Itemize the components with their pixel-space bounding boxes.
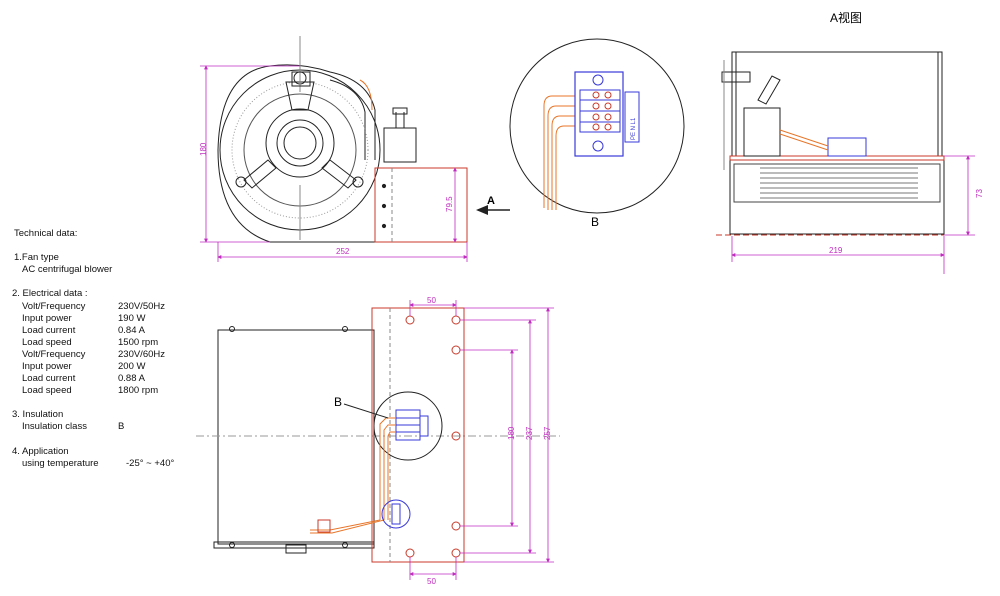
electrical-row-value: 200 W	[118, 361, 146, 372]
electrical-title: 2. Electrical data :	[12, 288, 88, 299]
capacitor	[743, 107, 781, 157]
dim-50-bottom: 50	[427, 577, 436, 586]
detail-label-b: B	[591, 215, 599, 229]
electrical-row-label: Load speed	[22, 337, 72, 348]
application-title: 4. Application	[12, 446, 69, 457]
terminal-block: PE N L1	[574, 71, 640, 157]
electrical-row-label: Load speed	[22, 385, 72, 396]
insulation-label: Insulation class	[22, 421, 87, 432]
terminal-marking: PE N L1	[631, 117, 637, 140]
detail-b: PE N L1	[509, 38, 685, 214]
technical-heading: Technical data:	[14, 228, 78, 239]
dim-180-side: 180	[507, 426, 516, 440]
front-view	[217, 36, 468, 243]
electrical-row-value: 1500 rpm	[118, 337, 159, 348]
view-arrow-a: A	[476, 195, 510, 215]
mounting-flange	[371, 307, 465, 563]
view-title-a: A视图	[830, 10, 862, 25]
electrical-row-label: Volt/Frequency	[22, 301, 86, 312]
side-dimensions	[731, 155, 975, 274]
wiring	[310, 417, 396, 534]
dim-219: 219	[829, 246, 843, 255]
electrical-row-label: Load current	[22, 325, 76, 336]
support-arm	[285, 81, 315, 111]
electrical-row-label: Load current	[22, 373, 76, 384]
arrow-label-a: A	[487, 195, 495, 207]
callout-label-b: B	[334, 395, 342, 409]
electrical-row-label: Input power	[22, 361, 72, 372]
callout-b: B	[334, 395, 389, 419]
fan-type-value: AC centrifugal blower	[22, 264, 113, 275]
fan-type-title: 1.Fan type	[14, 252, 59, 263]
bottom-dimensions	[409, 300, 554, 580]
dim-79-5: 79.5	[445, 196, 454, 212]
support-arm	[321, 159, 357, 189]
wiring	[543, 95, 578, 210]
insulation-title: 3. Insulation	[12, 409, 64, 420]
detail-b-callout	[373, 391, 443, 461]
application-value: -25° ~ +40°	[126, 458, 175, 469]
electrical-row-label: Input power	[22, 313, 72, 324]
insulation-value: B	[118, 421, 125, 432]
electrical-row-value: 190 W	[118, 313, 146, 324]
electrical-row-value: 230V/60Hz	[118, 349, 166, 360]
support-arm	[243, 159, 277, 189]
capacitor	[383, 127, 417, 163]
electrical-row-value: 0.84 A	[118, 325, 145, 336]
blower-body	[217, 329, 375, 545]
scroll-housing	[217, 64, 376, 243]
side-view-a	[716, 51, 945, 236]
application-label: using temperature	[22, 458, 99, 469]
dim-180: 180	[199, 142, 208, 156]
dim-50-top: 50	[427, 296, 436, 305]
electrical-row-value: 0.88 A	[118, 373, 145, 384]
electrical-row-label: Volt/Frequency	[22, 349, 86, 360]
dim-237: 237	[525, 426, 534, 440]
dim-252: 252	[336, 247, 350, 256]
bottom-view	[196, 307, 560, 563]
blower-grille	[760, 167, 918, 199]
front-dimensions	[200, 65, 468, 262]
electrical-row-value: 1800 rpm	[118, 385, 159, 396]
dim-257: 257	[543, 426, 552, 440]
motor-plug	[381, 499, 411, 529]
motor-hub	[265, 108, 335, 178]
electrical-row-value: 230V/50Hz	[118, 301, 166, 312]
dim-73: 73	[975, 189, 984, 198]
